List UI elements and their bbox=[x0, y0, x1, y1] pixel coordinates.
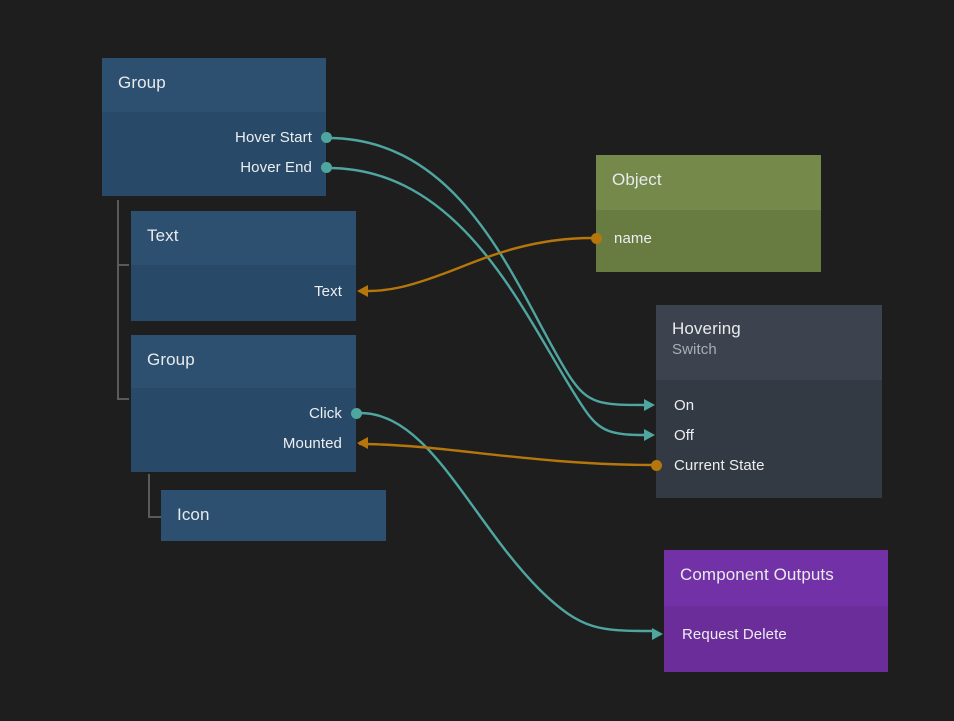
port-arrow-left-icon[interactable] bbox=[357, 437, 368, 449]
node-header[interactable]: Group bbox=[131, 335, 356, 388]
port-label: name bbox=[614, 229, 652, 247]
port-dot-icon[interactable] bbox=[320, 131, 332, 143]
port-arrow-right-icon[interactable] bbox=[652, 628, 663, 640]
node-body[interactable]: Request Delete bbox=[652, 606, 888, 672]
tree-line-branch-group bbox=[117, 398, 129, 400]
port-label: Text bbox=[314, 282, 342, 300]
port-name[interactable]: name bbox=[590, 223, 821, 253]
node-title: Group bbox=[118, 73, 166, 92]
node-title: Component Outputs bbox=[680, 565, 834, 584]
port-label: Off bbox=[674, 426, 695, 444]
port-click[interactable]: Click bbox=[131, 398, 362, 428]
port-arrow-right-icon[interactable] bbox=[644, 399, 655, 411]
node-header[interactable]: Text bbox=[131, 211, 356, 265]
port-text[interactable]: Text bbox=[131, 276, 368, 306]
port-request-delete[interactable]: Request Delete bbox=[652, 619, 888, 649]
node-title: Icon bbox=[177, 505, 210, 524]
tree-line-vertical-main bbox=[117, 200, 119, 400]
node-body[interactable]: name bbox=[590, 210, 821, 272]
node-title: Object bbox=[612, 170, 662, 189]
node-header[interactable]: Group bbox=[102, 58, 326, 112]
node-body[interactable]: Text bbox=[131, 265, 368, 321]
tree-line-branch-text bbox=[117, 264, 129, 266]
tree-line-vertical-icon bbox=[148, 474, 150, 518]
port-label: Current State bbox=[674, 456, 765, 474]
port-hover-end[interactable]: Hover End bbox=[102, 152, 332, 182]
node-component-outputs[interactable]: Component Outputs Request Delete bbox=[652, 550, 888, 672]
port-label: Hover End bbox=[240, 158, 312, 176]
node-body[interactable]: Hover Start Hover End bbox=[102, 112, 332, 196]
port-current-state[interactable]: Current State bbox=[650, 450, 882, 480]
edge-click-to-request-delete bbox=[358, 411, 656, 633]
node-header[interactable]: Hovering Switch bbox=[656, 305, 882, 380]
node-icon[interactable]: Icon bbox=[161, 490, 386, 541]
node-subtitle: Switch bbox=[672, 341, 717, 358]
node-hovering[interactable]: Hovering Switch On Off Current State bbox=[644, 305, 882, 498]
port-off[interactable]: Off bbox=[644, 420, 882, 450]
node-header[interactable]: Component Outputs bbox=[664, 550, 888, 606]
node-title: Hovering bbox=[672, 319, 741, 338]
node-text[interactable]: Text Text bbox=[131, 211, 368, 321]
node-body[interactable]: Click Mounted bbox=[131, 388, 368, 472]
edge-object-name-to-text bbox=[366, 236, 594, 293]
port-arrow-left-icon[interactable] bbox=[357, 285, 368, 297]
port-label: Click bbox=[309, 404, 342, 422]
node-body[interactable]: On Off Current State bbox=[644, 380, 882, 498]
node-title: Text bbox=[147, 226, 179, 245]
tree-line-branch-icon bbox=[148, 516, 161, 518]
port-label: Hover Start bbox=[235, 128, 312, 146]
port-dot-icon[interactable] bbox=[320, 161, 332, 173]
port-arrow-right-icon[interactable] bbox=[644, 429, 655, 441]
node-group-root[interactable]: Group Hover Start Hover End bbox=[102, 58, 332, 196]
port-on[interactable]: On bbox=[644, 390, 882, 420]
port-hover-start[interactable]: Hover Start bbox=[102, 122, 332, 152]
port-dot-icon[interactable] bbox=[350, 407, 362, 419]
port-label: On bbox=[674, 396, 695, 414]
node-group-child[interactable]: Group Click Mounted bbox=[131, 335, 368, 472]
port-mounted[interactable]: Mounted bbox=[131, 428, 368, 458]
port-dot-icon[interactable] bbox=[650, 459, 662, 471]
port-dot-icon[interactable] bbox=[590, 232, 602, 244]
node-object[interactable]: Object name bbox=[590, 155, 821, 272]
node-header[interactable]: Object bbox=[596, 155, 821, 210]
port-label: Request Delete bbox=[682, 625, 787, 643]
edge-current-state-to-mounted bbox=[358, 442, 654, 467]
node-header[interactable]: Icon bbox=[161, 490, 386, 541]
node-title: Group bbox=[147, 350, 195, 369]
port-label: Mounted bbox=[282, 434, 342, 452]
